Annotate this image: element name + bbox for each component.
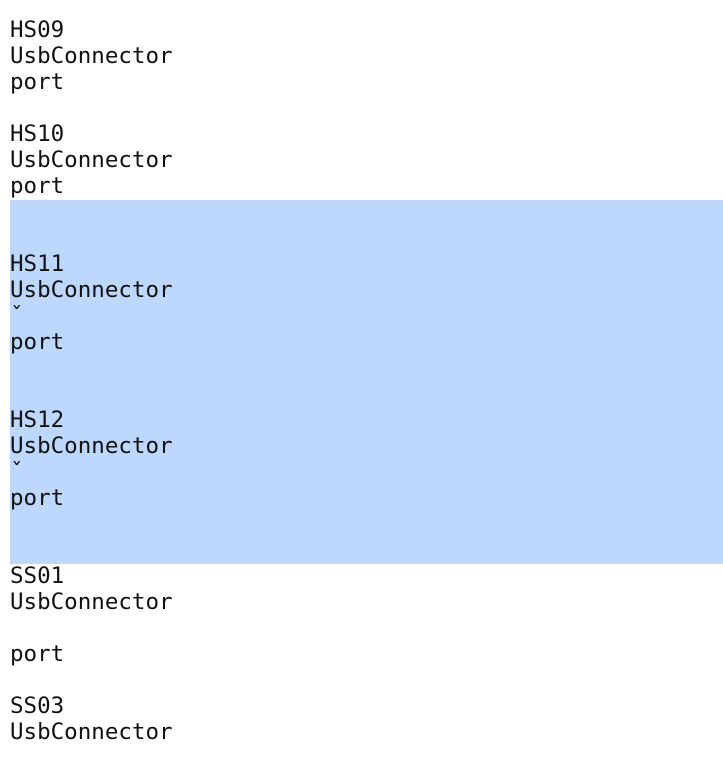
text-line [10, 511, 173, 537]
text-line: port [10, 485, 65, 511]
text-line [10, 615, 173, 641]
text-line [10, 381, 173, 407]
text-line: UsbConnector [10, 433, 173, 459]
text-line [10, 667, 173, 693]
text-selection-highlight [10, 200, 723, 564]
text-line [10, 199, 173, 225]
text-line [10, 95, 173, 121]
text-line: HS10 [10, 121, 65, 147]
text-line [10, 355, 173, 381]
text-line: ˇ [10, 303, 24, 329]
text-line: HS12 [10, 407, 65, 433]
text-line: ˇ [10, 459, 24, 485]
text-line: port [10, 641, 65, 667]
text-line: port [10, 173, 65, 199]
text-line [10, 225, 173, 251]
text-line: SS01 [10, 563, 65, 589]
text-line: UsbConnector [10, 719, 173, 745]
text-line: HS11 [10, 251, 65, 277]
text-line: HS09 [10, 17, 65, 43]
text-line: UsbConnector [10, 147, 173, 173]
text-line [10, 537, 173, 563]
text-line: UsbConnector [10, 589, 173, 615]
text-line: UsbConnector [10, 43, 173, 69]
text-line: port [10, 69, 65, 95]
text-line: UsbConnector [10, 277, 173, 303]
text-line: SS03 [10, 693, 65, 719]
text-line: port [10, 329, 65, 355]
